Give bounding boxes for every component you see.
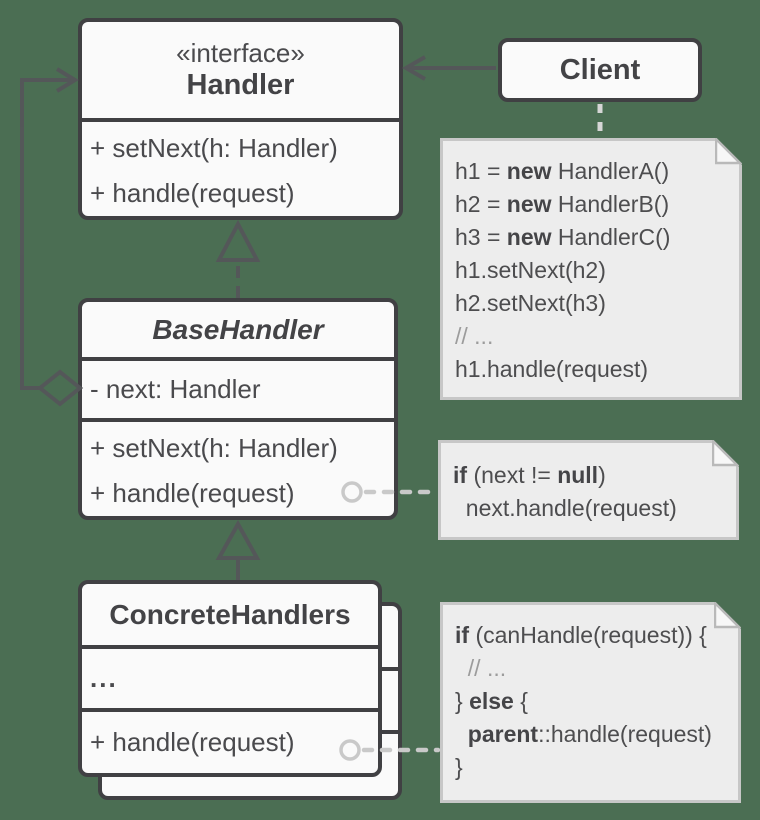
method-handle: + handle(request) [90,727,295,757]
handler-class-name: Handler [186,69,295,101]
note-body: h1 = new HandlerA() h2 = new HandlerB() h3… [455,155,733,386]
basehandler-attributes: - next: Handler [82,357,394,418]
attr-next: - next: Handler [90,374,261,404]
association-arrow-client-to-handler [402,55,496,81]
generalization-arrow-concretehandlers-to-basehandler [215,519,261,580]
concretehandlers-class-name: ConcreteHandlers [109,598,351,630]
class-box-handler: «interface» Handler + setNext(h: Handler… [78,18,403,220]
basehandler-class-name: BaseHandler [152,313,324,345]
handler-methods: + setNext(h: Handler) + handle(request) [82,118,399,216]
note-line: // ... [467,655,507,681]
note-fold-icon [715,138,742,165]
note-line: if (canHandle(request)) { [455,622,707,648]
note-line: h3 = new HandlerC() [455,224,671,250]
note-line: if (next != null) [453,462,606,488]
hollow-triangle-icon [215,219,261,262]
method-handle: + handle(request) [90,178,295,208]
note-line: h1.setNext(h2) [455,257,606,283]
note-body: if (canHandle(request)) { // ... } else {… [455,619,732,784]
note-body: if (next != null) next.handle(request) [453,459,730,525]
note-line: } else { [455,688,528,714]
ellipsis-text: ... [90,663,118,693]
concretehandlers-methods: + handle(request) [82,708,378,773]
hollow-triangle-icon [215,519,261,560]
note-fold-icon [714,602,741,629]
basehandler-header: BaseHandler [82,302,394,357]
note-fold-icon [712,440,739,467]
note-concretehandler-code: if (canHandle(request)) { // ... } else {… [440,602,741,803]
aggregation-line-basehandler-to-handler [20,67,84,407]
note-basehandler-code: if (next != null) next.handle(request) [438,440,739,540]
method-setnext: + setNext(h: Handler) [90,433,338,463]
client-header: Client [502,42,698,98]
note-line: h1 = new HandlerA() [455,158,670,184]
note-line: h1.handle(request) [455,356,649,382]
note-line: h2.setNext(h3) [455,290,606,316]
note-line: parent::handle(request) [467,721,712,747]
class-box-concretehandlers: ConcreteHandlers ... + handle(request) [78,580,382,777]
aggregation-diamond-icon [36,369,84,407]
note-client-code: h1 = new HandlerA() h2 = new HandlerB() h3… [440,138,742,400]
concretehandlers-ellipsis: ... [82,645,378,708]
note-line: h2 = new HandlerB() [455,191,670,217]
handler-header: «interface» Handler [82,22,399,118]
class-box-basehandler: BaseHandler - next: Handler + setNext(h:… [78,298,398,520]
note-line: // ... [455,323,494,349]
client-class-name: Client [559,53,641,86]
note-line: next.handle(request) [453,495,677,521]
method-handle: + handle(request) [90,478,295,508]
handler-stereotype: «interface» [176,38,305,68]
class-box-client: Client [498,38,702,102]
method-setnext: + setNext(h: Handler) [90,133,338,163]
note-line: } [455,754,463,780]
basehandler-methods: + setNext(h: Handler) + handle(request) [82,418,394,516]
realization-arrow-basehandler-to-handler [215,219,261,298]
concretehandlers-header: ConcreteHandlers [82,584,378,645]
